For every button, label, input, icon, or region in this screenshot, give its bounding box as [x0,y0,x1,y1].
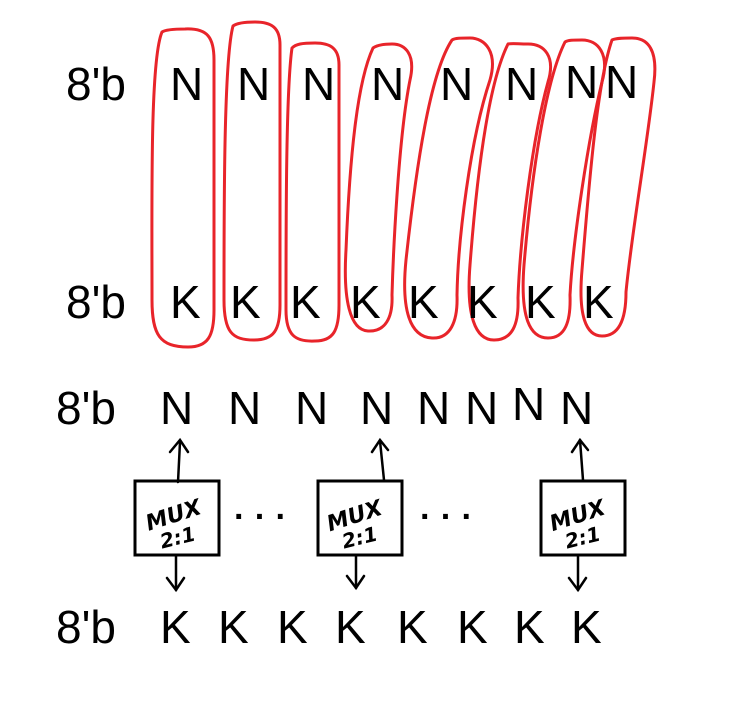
bottom-n-bit-2: N [465,382,498,434]
top-n-bit-3: N [440,58,473,110]
bottom-k-bit-5: K [277,601,308,653]
top-n-bit-1: N [565,56,598,108]
pair-outline-6 [467,42,552,342]
ellipsis-2: · · · [420,498,473,536]
arrowhead-up-icon [570,437,590,454]
bottom-k-bit-7: K [160,601,191,653]
pair-outlines [150,20,657,349]
mux-box [316,479,404,557]
mux-1: MUX 2:1 [133,479,221,557]
arrow-shaft-2 [378,439,386,482]
top-k-bit-3: K [408,276,439,328]
top-row-n-prefix: 8'b [66,58,126,110]
pair-outline-3 [284,41,341,343]
arrow-shaft-1 [176,440,182,484]
pair-outline-1 [150,27,216,349]
top-n-bit-2: N [505,58,538,110]
top-row-n: N N N N N N N N [170,56,638,110]
arrowhead-up-icon [168,437,190,454]
pair-outline-5 [403,36,494,340]
bottom-row-k-prefix: 8'b [56,601,116,653]
bottom-k-bit-4: K [335,601,366,653]
arrowhead-down-icon [165,576,186,593]
input-arrows [168,437,590,484]
pair-outline-2 [222,20,282,342]
top-n-bit-7: N [170,58,203,110]
top-diagram: 8'b 8'b N N N N N N N N K K K K K K K K [66,20,657,349]
top-row-k-prefix: 8'b [66,276,126,328]
bottom-k-bit-6: K [218,601,249,653]
top-n-bit-0: N [605,56,638,108]
top-n-bit-5: N [302,58,335,110]
top-k-bit-6: K [230,276,261,328]
bottom-n-bit-4: N [360,382,393,434]
arrowhead-down-icon [567,576,588,593]
bottom-k-bit-1: K [514,601,545,653]
top-k-bit-4: K [350,276,381,328]
bottom-k-bit-2: K [457,601,488,653]
bottom-n-bit-0: N [560,382,593,434]
mux-box [539,479,627,557]
ellipsis-1: · · · [234,498,287,536]
bottom-n-bit-5: N [295,382,328,434]
top-k-bit-5: K [290,276,321,328]
bottom-row-k: K K K K K K K K [160,601,602,653]
bottom-k-bit-0: K [571,601,602,653]
arrowhead-down-icon [345,574,366,591]
bottom-n-bit-7: N [160,382,193,434]
pair-outline-8 [579,36,657,338]
bottom-row-n: N N N N N N N N [160,378,593,434]
top-k-bit-0: K [583,276,614,328]
arrowhead-up-icon [370,437,390,454]
bottom-diagram: 8'b 8'b N N N N N N N N MUX 2:1 [56,378,627,653]
top-n-bit-6: N [237,58,270,110]
top-n-bit-4: N [371,58,404,110]
mux-box [133,479,221,557]
bottom-n-bit-3: N [417,382,450,434]
pair-outline-4 [343,42,414,333]
top-k-bit-1: K [525,276,556,328]
top-k-bit-7: K [170,276,201,328]
bottom-n-bit-6: N [228,382,261,434]
bottom-n-bit-1: N [512,378,545,430]
bottom-row-n-prefix: 8'b [56,382,116,434]
bottom-k-bit-3: K [397,601,428,653]
top-k-bit-2: K [467,276,498,328]
output-arrows [165,554,588,593]
top-row-k: K K K K K K K K [170,276,614,328]
mux-2: MUX 2:1 [316,479,404,557]
pair-outline-7 [521,38,606,340]
mux-3: MUX 2:1 [539,479,627,557]
arrow-shaft-3 [578,438,585,482]
